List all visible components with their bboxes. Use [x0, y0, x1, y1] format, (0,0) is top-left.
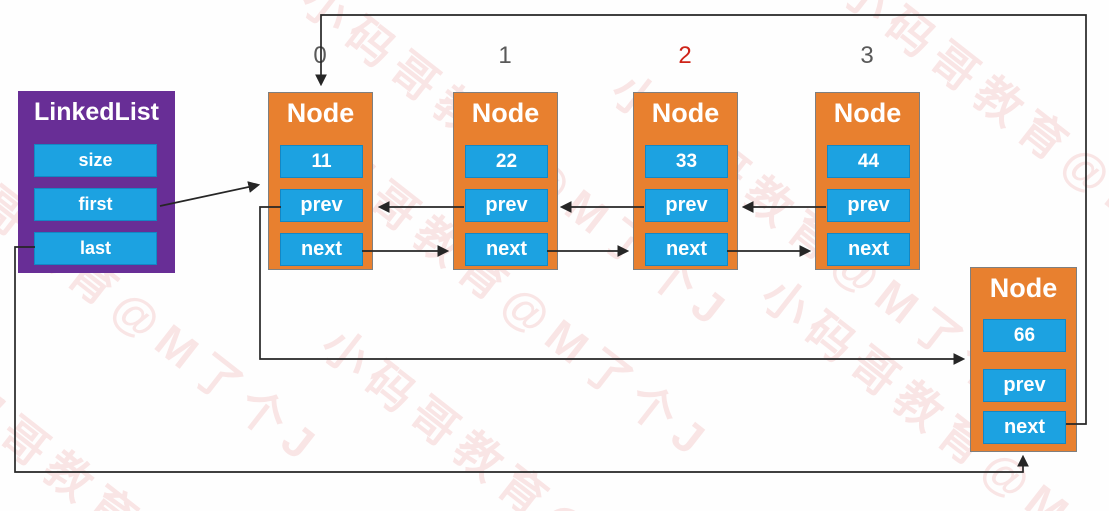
node-title: Node [651, 98, 720, 128]
linkedlist-title: LinkedList [33, 98, 159, 126]
node-box-2: Node 33 prev next [633, 92, 738, 270]
arrow-last-to-node66 [14, 246, 1029, 473]
node-prev-field: prev [827, 189, 910, 222]
watermark-text: 小码哥教育@M了个J [0, 330, 358, 511]
node-value-field: 33 [645, 145, 728, 178]
node-title: Node [471, 98, 540, 128]
node-prev-field: prev [465, 189, 548, 222]
linkedlist-field-first: first [34, 188, 157, 221]
index-label-2: 2 [678, 42, 692, 69]
node-box-3: Node 44 prev next [815, 92, 920, 270]
linkedlist-box: LinkedList size first last [18, 91, 175, 273]
node-title: Node [286, 98, 355, 128]
node-value-field: 11 [280, 145, 363, 178]
node-box-1: Node 22 prev next [453, 92, 558, 270]
node-prev-field: prev [983, 369, 1066, 402]
linkedlist-field-last: last [34, 232, 157, 265]
node-value-field: 22 [465, 145, 548, 178]
node-title: Node [989, 273, 1058, 303]
node-box-0: Node 11 prev next [268, 92, 373, 270]
node-box-4: Node 66 prev next [970, 267, 1077, 452]
node-next-field: next [645, 233, 728, 266]
node-value-field: 44 [827, 145, 910, 178]
index-label-3: 3 [860, 42, 874, 69]
node-next-field: next [465, 233, 548, 266]
node-prev-field: prev [645, 189, 728, 222]
node-prev-field: prev [280, 189, 363, 222]
index-label-0: 0 [313, 42, 327, 69]
linkedlist-field-size: size [34, 144, 157, 177]
node-next-field: next [983, 411, 1066, 444]
node-next-field: next [827, 233, 910, 266]
node-value-field: 66 [983, 319, 1066, 352]
watermark-text: 小码哥教育@M了个J [311, 317, 763, 511]
index-label-1: 1 [498, 42, 512, 69]
node-next-field: next [280, 233, 363, 266]
node-title: Node [833, 98, 902, 128]
